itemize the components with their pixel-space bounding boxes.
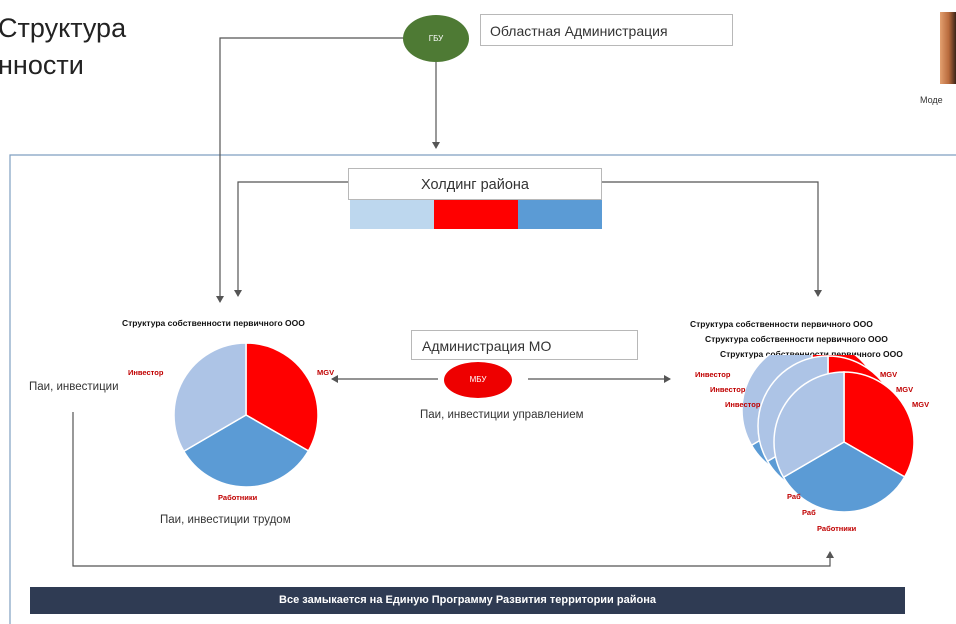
right-pie-title-1: Структура собственности первичного ООО [690, 319, 873, 329]
presenter-photo [940, 12, 956, 84]
right-investor-label-2: Инвестор [710, 385, 746, 394]
right-mgv-label-1: MGV [880, 370, 898, 379]
right-workers-label: Работники [817, 524, 857, 533]
right-mgv-label-3: MGV [912, 400, 930, 409]
external-caption: Моде [920, 95, 943, 105]
mbu-caption: Паи, инвестиции управлением [420, 409, 584, 421]
bottom-banner: Все замыкается на Единую Программу Разви… [30, 587, 905, 614]
right-pie-3-slice-0 [843, 371, 915, 478]
line-bottom-loop [72, 412, 834, 567]
right-workers-partial-2: Раб [802, 508, 816, 517]
slide-title: Структура нности [0, 13, 127, 80]
holding-bar-segment-2 [434, 200, 518, 229]
left-side-label: Паи, инвестиции [29, 381, 119, 393]
left-pie-title: Структура собственности первичного ООО [122, 318, 305, 328]
left-pie-slice-1 [182, 414, 310, 488]
right-pie-stack [741, 355, 915, 513]
main-frame [9, 154, 956, 624]
right-investor-label-1: Инвестор [695, 370, 731, 379]
line-holding-left-pie [234, 181, 348, 297]
mbu-node: МБУ [444, 362, 512, 398]
right-pie-title-3: Структура собственности первичного ООО [720, 349, 903, 359]
line-gbu-left-pie [216, 37, 404, 303]
left-pie-slice-0 [245, 342, 319, 452]
right-mgv-label-2: MGV [896, 385, 914, 394]
right-pie-3 [773, 371, 915, 513]
right-pie-3-slice-1 [782, 441, 906, 513]
left-pie-caption: Паи, инвестиции трудом [160, 514, 291, 526]
right-pie-title-2: Структура собственности первичного ООО [705, 334, 888, 344]
admin-mo-box: Администрация МО [411, 330, 638, 360]
right-workers-partial-1: Раб [787, 492, 801, 501]
right-investor-label-3: Инвестор [725, 400, 761, 409]
left-pie-investor-label: Инвестор [128, 368, 164, 377]
line-holding-right-pies [602, 181, 822, 297]
gbu-node: ГБУ [403, 15, 469, 62]
left-pie-slice-2 [173, 342, 247, 453]
left-pie-workers-label: Работники [218, 493, 258, 502]
holding-box: Холдинг района [348, 168, 602, 200]
left-pie-chart [173, 342, 319, 488]
holding-bar-segment-3 [518, 200, 602, 229]
right-pie-3-slice-2 [773, 371, 845, 479]
left-pie-mgv-label: MGV [317, 368, 335, 377]
oblast-admin-box: Областная Администрация [480, 14, 733, 46]
holding-bar-segment-1 [350, 200, 434, 229]
